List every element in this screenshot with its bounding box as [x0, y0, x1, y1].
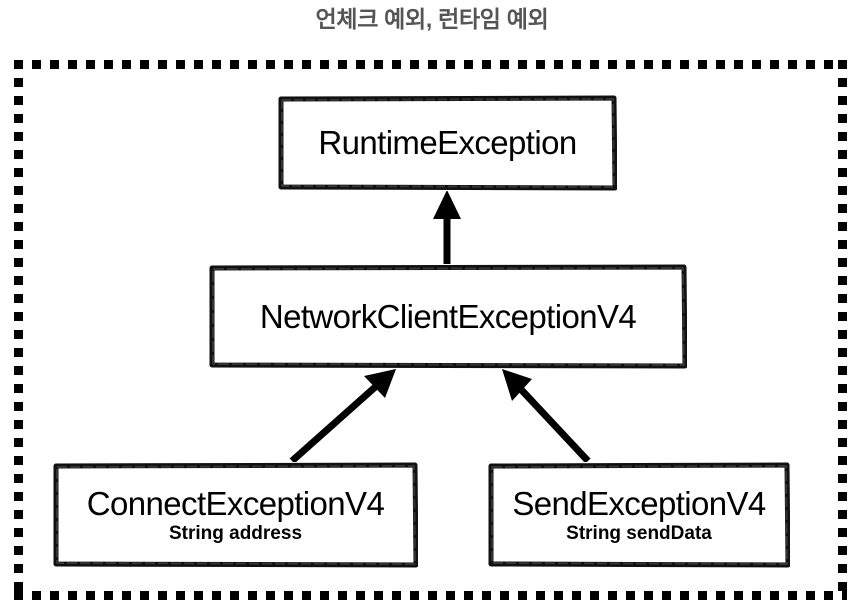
dashed-border-top	[14, 60, 847, 69]
page-title: 언체크 예외, 런타임 예외	[315, 6, 549, 32]
node-runtime-exception[interactable]: RuntimeException	[278, 95, 617, 191]
dashed-border-left	[14, 60, 23, 600]
dashed-border-right	[838, 60, 847, 600]
node-title: NetworkClientExceptionV4	[259, 297, 637, 335]
node-title: SendExceptionV4	[512, 484, 766, 522]
node-title: ConnectExceptionV4	[86, 484, 385, 522]
dashed-border-bottom	[14, 591, 847, 600]
node-title: RuntimeException	[318, 124, 577, 161]
node-field: String sendData	[566, 522, 712, 544]
node-send-exception[interactable]: SendExceptionV4 String sendData	[488, 462, 790, 568]
dashed-boundary-container	[14, 60, 847, 600]
node-field: String address	[168, 522, 303, 544]
node-connect-exception[interactable]: ConnectExceptionV4 String address	[53, 462, 418, 568]
node-network-client-exception[interactable]: NetworkClientExceptionV4	[209, 264, 687, 369]
